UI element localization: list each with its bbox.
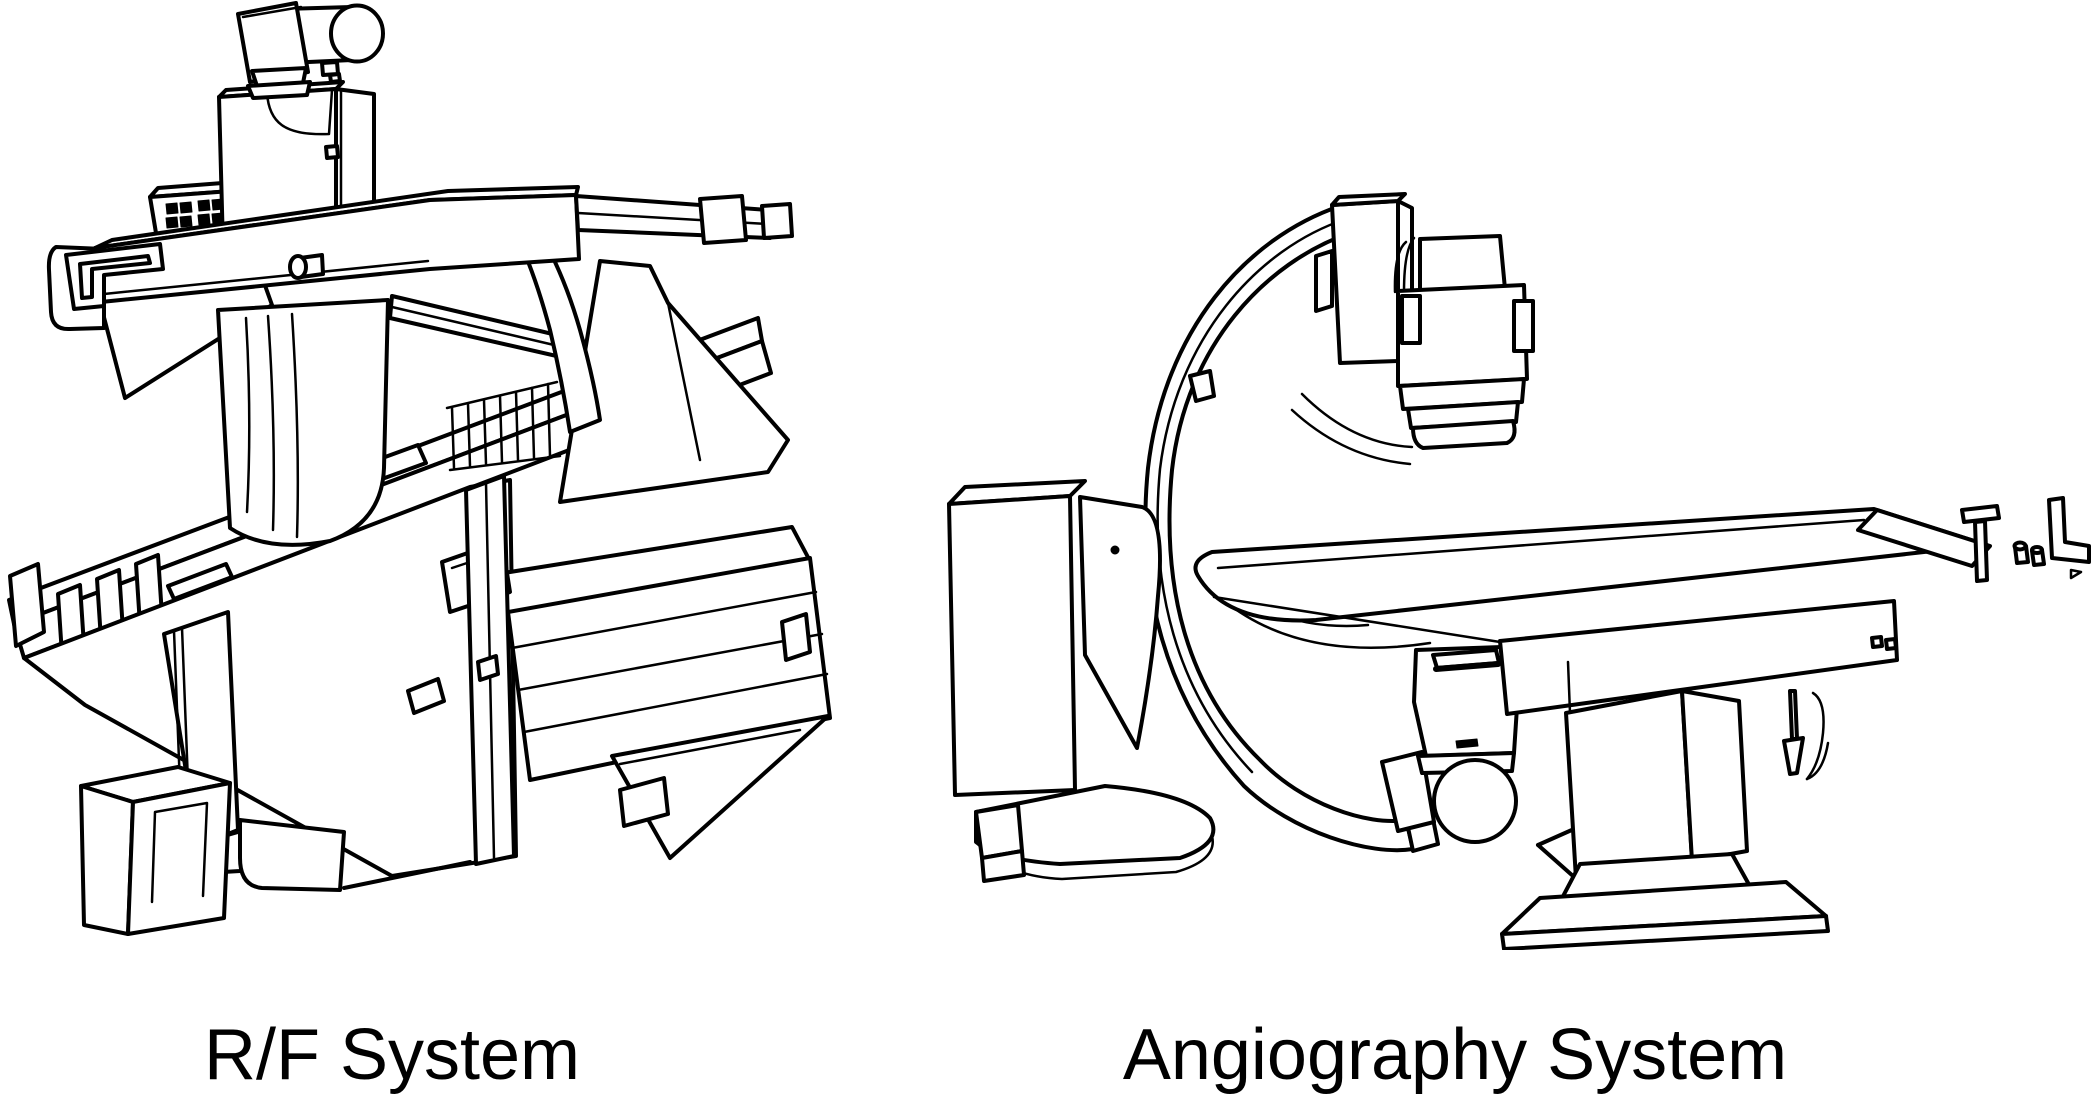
- image-intensifier: [1314, 192, 1535, 450]
- rail-bracket-icon: [2047, 496, 2091, 564]
- xray-tube-assembly: [236, 1, 385, 100]
- table-foot-end: [440, 525, 832, 860]
- collimator-icon: [1432, 758, 1518, 844]
- clamp-handle-icon: [1960, 504, 2001, 524]
- table-foot-plate: [238, 818, 472, 892]
- rf-system-figure: [0, 0, 850, 955]
- table-pedestal: [1500, 660, 1830, 951]
- c-arm: [1143, 204, 1440, 853]
- angiography-system-label: Angiography System: [1122, 1015, 1788, 1095]
- rf-system-illustration: [7, 1, 832, 936]
- patient-tabletop: [1193, 507, 1992, 716]
- angiography-system-figure: [846, 0, 2096, 955]
- carriage-column: [216, 298, 390, 547]
- support-swoosh: [506, 209, 602, 434]
- rf-system-label: R/F System: [203, 1015, 581, 1095]
- floor-stand: [947, 479, 1216, 883]
- corner-post: [464, 474, 516, 866]
- table-accessories: [1782, 496, 2091, 781]
- stand-button-icon: [1110, 545, 1120, 555]
- step-stool: [79, 765, 232, 936]
- angiography-system-illustration: [947, 192, 2091, 951]
- crank-icon: [1788, 689, 1799, 741]
- lateral-panel: [445, 259, 790, 504]
- arm-knob-icon: [288, 254, 308, 280]
- carriage-arm: [46, 185, 794, 332]
- xray-tube-unit: [1380, 645, 1519, 844]
